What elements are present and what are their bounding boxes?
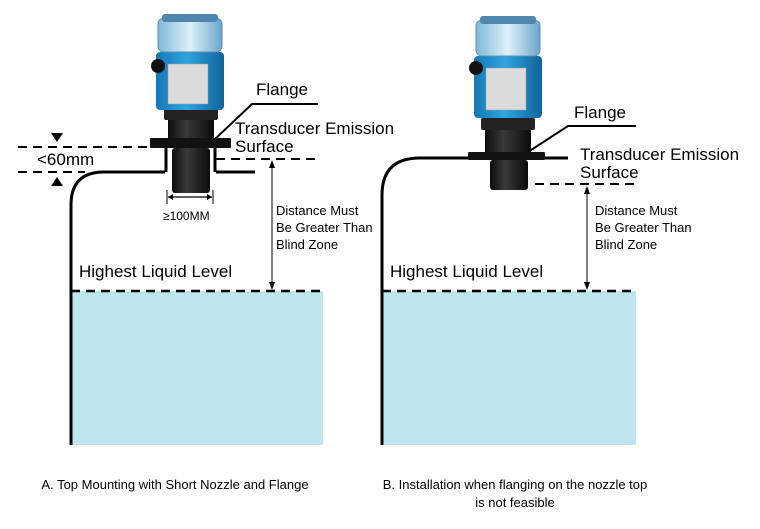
sensor-cap-top-a bbox=[162, 14, 218, 22]
distance-arrow-top-b bbox=[584, 186, 590, 194]
nozzle-height-label-a: <60mm bbox=[37, 150, 95, 169]
sensor-cap-a bbox=[157, 17, 223, 53]
sensor-thread-a bbox=[168, 118, 214, 138]
caption-a: A. Top Mounting with Short Nozzle and Fl… bbox=[41, 477, 309, 492]
cable-gland-b bbox=[469, 61, 483, 75]
dim-arrow-up-a bbox=[51, 177, 63, 186]
caption-b-line2: is not feasible bbox=[475, 495, 555, 510]
distance-arrow-bottom-a bbox=[269, 282, 275, 290]
emission-surface-label-b-line2: Surface bbox=[580, 163, 639, 182]
sensor-cap-top-b bbox=[480, 16, 536, 24]
width-arrow-right-a bbox=[207, 194, 212, 200]
flange-leader-a bbox=[213, 103, 318, 141]
distance-arrow-bottom-b bbox=[584, 282, 590, 290]
sensor-flange-b bbox=[468, 152, 545, 160]
flange-leader-b bbox=[527, 125, 636, 153]
sensor-thread-b bbox=[485, 128, 531, 152]
emission-surface-label-a-line2: Surface bbox=[235, 137, 294, 156]
dim-arrow-down-a bbox=[51, 133, 63, 142]
panel-a bbox=[18, 14, 323, 445]
sensor-nameplate-b bbox=[485, 67, 527, 111]
sensor-nameplate-a bbox=[167, 63, 209, 105]
liquid-body-a bbox=[71, 291, 323, 445]
liquid-body-b bbox=[382, 291, 636, 445]
ultrasonic-sensor-b bbox=[468, 16, 545, 190]
width-arrow-left-a bbox=[168, 194, 173, 200]
emission-surface-label-a-line1: Transducer Emission bbox=[235, 119, 395, 138]
caption-b-line1: B. Installation when flanging on the noz… bbox=[382, 477, 648, 492]
tank-outline-a bbox=[69, 170, 165, 445]
sensor-nut-b bbox=[481, 118, 535, 130]
sensor-nut-a bbox=[164, 108, 218, 120]
nozzle-width-label-a: ≥100MM bbox=[163, 209, 210, 223]
liquid-level-label-a: Highest Liquid Level bbox=[79, 262, 233, 281]
tank-outline-b bbox=[380, 156, 468, 445]
sensor-flange-a bbox=[150, 138, 231, 148]
panel-b bbox=[380, 16, 636, 445]
flange-label-b: Flange bbox=[574, 103, 626, 122]
liquid-level-label-b: Highest Liquid Level bbox=[390, 262, 544, 281]
emission-surface-label-b-line1: Transducer Emission bbox=[580, 145, 740, 164]
cable-gland-a bbox=[151, 59, 165, 73]
distance-label-b: Distance Must Be Greater Than Blind Zone bbox=[595, 203, 692, 252]
sensor-probe-a bbox=[172, 148, 210, 193]
sensor-cap-b bbox=[475, 19, 541, 57]
distance-label-a: Distance Must Be Greater Than Blind Zone bbox=[276, 203, 373, 252]
distance-arrow-top-a bbox=[269, 160, 275, 168]
sensor-probe-b bbox=[490, 160, 528, 190]
flange-label-a: Flange bbox=[256, 80, 308, 99]
ultrasonic-sensor-a bbox=[150, 14, 231, 193]
